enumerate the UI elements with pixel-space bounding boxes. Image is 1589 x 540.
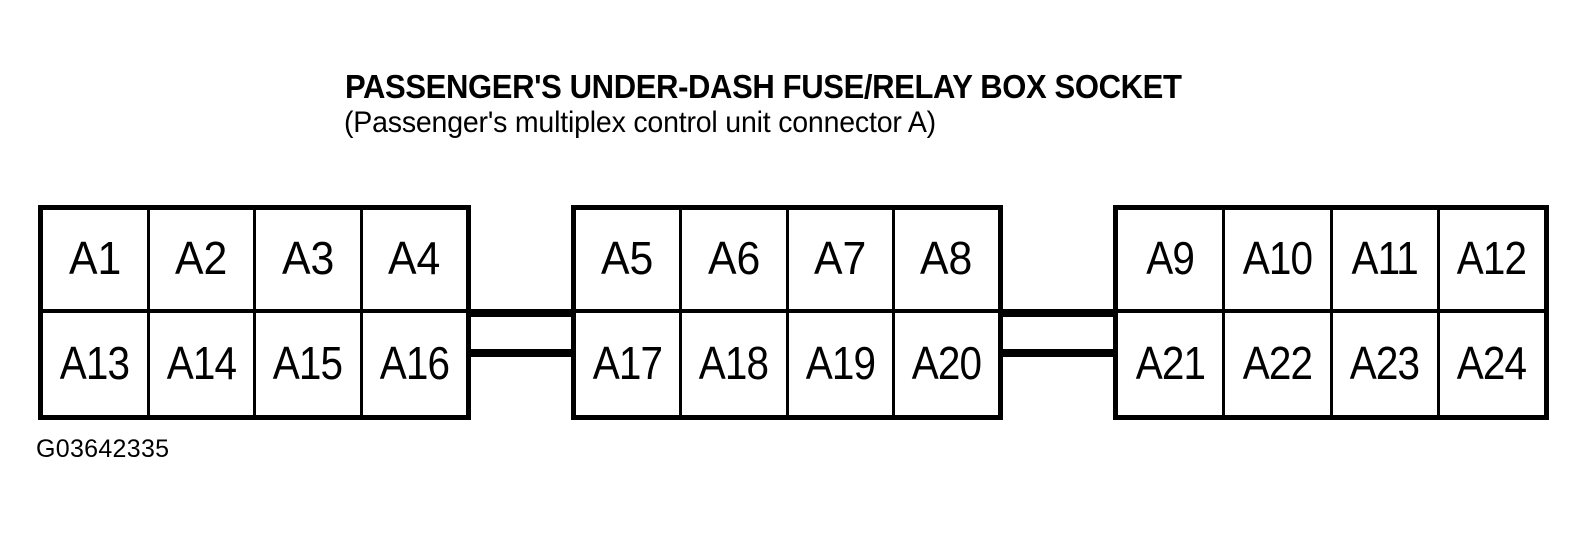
pin-cell-a14[interactable]: A14	[150, 312, 256, 415]
pin-label: A5	[601, 232, 654, 285]
pin-cell-a10[interactable]: A10	[1225, 210, 1333, 309]
pin-label: A22	[1242, 336, 1313, 389]
pin-cell-a1[interactable]: A1	[43, 210, 150, 309]
connector-block-2: A5 A6 A7 A8 A17 A18 A19 A20	[571, 205, 1003, 420]
connector-block-3-top-row: A9 A10 A11 A12	[1118, 210, 1544, 313]
pin-cell-a5[interactable]: A5	[576, 210, 683, 309]
connector-block-1-bottom-row: A13 A14 A15 A16	[43, 312, 467, 416]
pin-cell-a19[interactable]: A19	[789, 312, 895, 415]
pin-cell-a15[interactable]: A15	[256, 312, 363, 415]
pin-cell-a18[interactable]: A18	[682, 312, 789, 415]
pin-cell-a24[interactable]: A24	[1440, 313, 1544, 416]
pin-cell-a22[interactable]: A22	[1225, 312, 1333, 415]
pin-label: A9	[1146, 232, 1195, 285]
pin-cell-a23[interactable]: A23	[1333, 312, 1440, 415]
pin-cell-a7[interactable]: A7	[789, 210, 895, 309]
pin-label: A10	[1242, 232, 1313, 285]
pin-label: A21	[1135, 336, 1205, 389]
pin-label: A1	[68, 232, 121, 285]
pin-cell-a17[interactable]: A17	[576, 312, 683, 415]
pin-cell-a6[interactable]: A6	[682, 210, 789, 309]
pin-label: A3	[281, 232, 334, 285]
connector-block-3-bottom-row: A21 A22 A23 A24	[1118, 312, 1544, 416]
pin-label: A20	[911, 336, 982, 389]
connector-block-2-top-row: A5 A6 A7 A8	[576, 210, 998, 313]
pin-label: A4	[388, 232, 441, 285]
connector-block-2-bottom-row: A17 A18 A19 A20	[576, 312, 998, 416]
connector-block-3: A9 A10 A11 A12 A21 A22 A23 A24	[1113, 205, 1549, 420]
pin-label: A17	[592, 336, 663, 389]
connector-bridge-1	[455, 309, 585, 357]
pin-cell-a12[interactable]: A12	[1440, 210, 1544, 309]
pin-cell-a8[interactable]: A8	[895, 210, 998, 309]
pin-label: A12	[1457, 232, 1527, 285]
pin-label: A2	[175, 232, 228, 285]
pin-cell-a21[interactable]: A21	[1118, 312, 1226, 415]
pin-label: A14	[166, 336, 237, 389]
pin-label: A16	[379, 336, 450, 389]
pin-cell-a20[interactable]: A20	[895, 313, 998, 416]
pin-label: A23	[1349, 336, 1420, 389]
pin-label: A13	[60, 336, 130, 389]
pin-label: A8	[920, 232, 973, 285]
connector-block-1: A1 A2 A3 A4 A13 A14 A15 A16	[38, 205, 471, 420]
pin-cell-a13[interactable]: A13	[43, 312, 150, 415]
pin-label: A18	[699, 336, 769, 389]
connector-bridge-2	[990, 309, 1125, 357]
pin-label: A19	[805, 336, 875, 389]
pin-label: A15	[273, 336, 343, 389]
page-title: PASSENGER'S UNDER-DASH FUSE/RELAY BOX SO…	[345, 68, 1182, 105]
pin-cell-a2[interactable]: A2	[150, 210, 256, 309]
pin-cell-a9[interactable]: A9	[1118, 210, 1226, 309]
connector-block-1-top-row: A1 A2 A3 A4	[43, 210, 466, 313]
pin-cell-a4[interactable]: A4	[363, 210, 467, 309]
page-subtitle: (Passenger's multiplex control unit conn…	[344, 106, 936, 139]
figure-reference-code: G03642335	[36, 435, 170, 463]
pin-label: A11	[1351, 232, 1418, 285]
pin-label: A7	[813, 232, 867, 285]
pin-cell-a16[interactable]: A16	[363, 313, 467, 416]
pin-label: A6	[707, 232, 761, 285]
pin-cell-a11[interactable]: A11	[1333, 210, 1440, 309]
pin-cell-a3[interactable]: A3	[256, 210, 363, 309]
pin-label: A24	[1457, 336, 1527, 389]
